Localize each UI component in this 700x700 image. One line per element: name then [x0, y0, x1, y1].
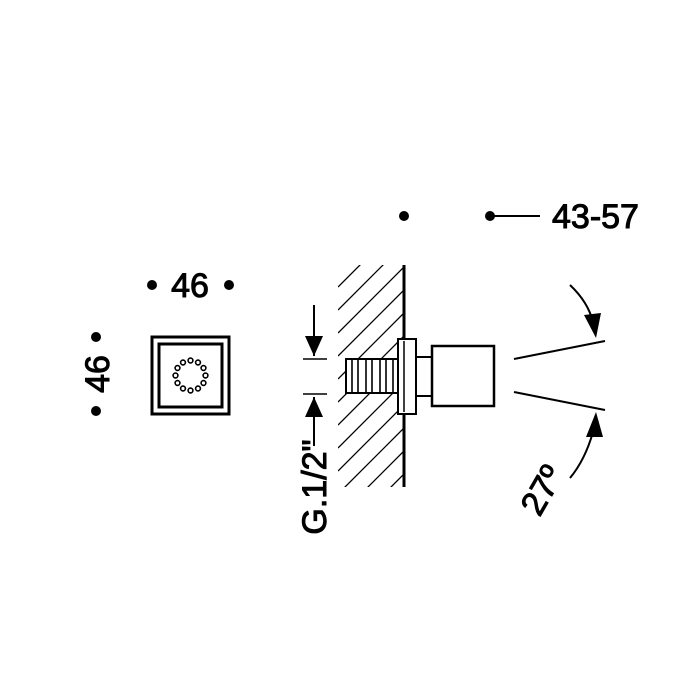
spray-jet-hole [200, 364, 207, 372]
front-view: 46 46 [79, 267, 234, 416]
angle-arc-lower [569, 431, 594, 479]
spray-jets [172, 357, 209, 394]
spray-jet-hole [172, 372, 179, 379]
nozzle-outer-square [150, 335, 231, 416]
spray-jet-hole [187, 357, 194, 364]
angle-label: 27º [513, 459, 571, 522]
dimension-dot [147, 280, 157, 290]
dimension-dot [224, 280, 234, 290]
spray-jet-hole [200, 379, 207, 387]
front-height-label: 46 [79, 355, 117, 393]
spray-jet-hole [187, 387, 194, 394]
spray-line-lower [513, 391, 606, 411]
thread-grooves [351, 359, 394, 393]
flange [397, 338, 417, 415]
dimension-dot [91, 332, 101, 342]
spray-jet-hole [202, 372, 209, 379]
dimension-dot [91, 406, 101, 416]
projection-label: 43-57 [552, 198, 639, 236]
front-width-label: 46 [171, 267, 209, 305]
spray-jet-hole [194, 359, 202, 366]
spray-line-upper [513, 340, 606, 360]
neck [415, 356, 433, 397]
dimension-dot [399, 211, 409, 221]
nozzle-inner-square [157, 342, 224, 409]
spray-jet-hole [194, 385, 202, 392]
spray-jet-hole [179, 359, 187, 366]
spray-jet-hole [174, 379, 181, 387]
spray-jet-hole [179, 385, 187, 392]
nozzle-head [430, 344, 496, 408]
spray-jet-hole [174, 364, 181, 372]
side-view: 43-57 G.1/2" 27º [296, 198, 640, 536]
thread-label: G.1/2" [296, 439, 334, 534]
